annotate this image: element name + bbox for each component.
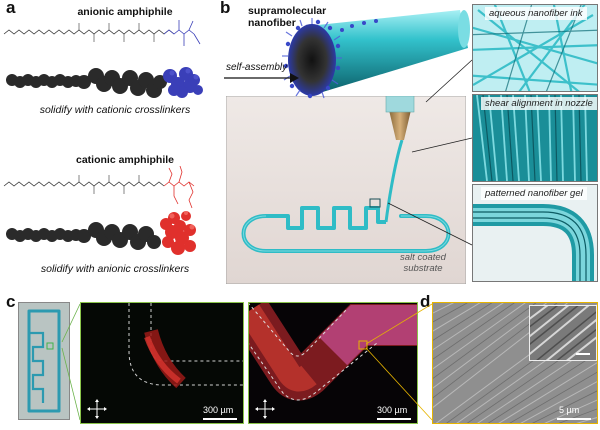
nanofiber-cylinder (282, 10, 470, 99)
self-assembly-label: self-assembly (226, 62, 288, 73)
inset-patterned-gel: patterned nanofiber gel (472, 184, 598, 282)
sem-image: 5 µm (432, 302, 598, 424)
cationic-caption: solidify with anionic crosslinkers (40, 263, 190, 275)
cationic-structure-diagram (3, 166, 196, 255)
micrograph-left: 300 µm (80, 302, 244, 424)
polarizer-cross-2 (255, 399, 275, 419)
sem-scale-text: 5 µm (559, 405, 580, 415)
gel-photo (18, 302, 70, 420)
inset-shear-alignment: shear alignment in nozzle (472, 94, 598, 182)
zoom-connector-yellow (366, 303, 432, 421)
anionic-title: anionic amphiphile (77, 6, 173, 18)
nanofiber-title: supramolecular nanofiber (248, 5, 327, 29)
scale-text-2: 300 µm (377, 405, 408, 415)
scale-bar-1 (203, 418, 237, 420)
printing-scene (226, 96, 466, 284)
scale-text-1: 300 µm (203, 405, 234, 415)
sem-inset (529, 305, 597, 361)
inset-caption-2: shear alignment in nozzle (481, 97, 597, 110)
panel-b-label: b (220, 0, 231, 17)
zoom-square (369, 198, 381, 208)
callout-lines (387, 59, 473, 246)
self-assembly-arrow (224, 73, 299, 83)
micrograph-right: 300 µm (248, 302, 418, 424)
scale-bar-2 (377, 418, 411, 420)
polarizer-cross-1 (87, 399, 107, 419)
substrate-label: salt coated substrate (400, 252, 446, 274)
inset-aqueous-ink: aqueous nanofiber ink (472, 4, 598, 92)
patterned-gel-image (473, 185, 597, 281)
anionic-caption: solidify with cationic crosslinkers (39, 104, 191, 116)
inset-caption-1: aqueous nanofiber ink (485, 7, 587, 20)
inset-caption-3: patterned nanofiber gel (481, 187, 587, 200)
panel-d-label: d (420, 292, 431, 311)
cationic-title: cationic amphiphile (75, 154, 175, 166)
panel-a-label: a (6, 0, 16, 17)
zoom-connector-green (61, 303, 80, 421)
sem-scale-bar (557, 418, 591, 420)
panel-c-label: c (6, 292, 16, 311)
anionic-structure-diagram (3, 20, 203, 98)
